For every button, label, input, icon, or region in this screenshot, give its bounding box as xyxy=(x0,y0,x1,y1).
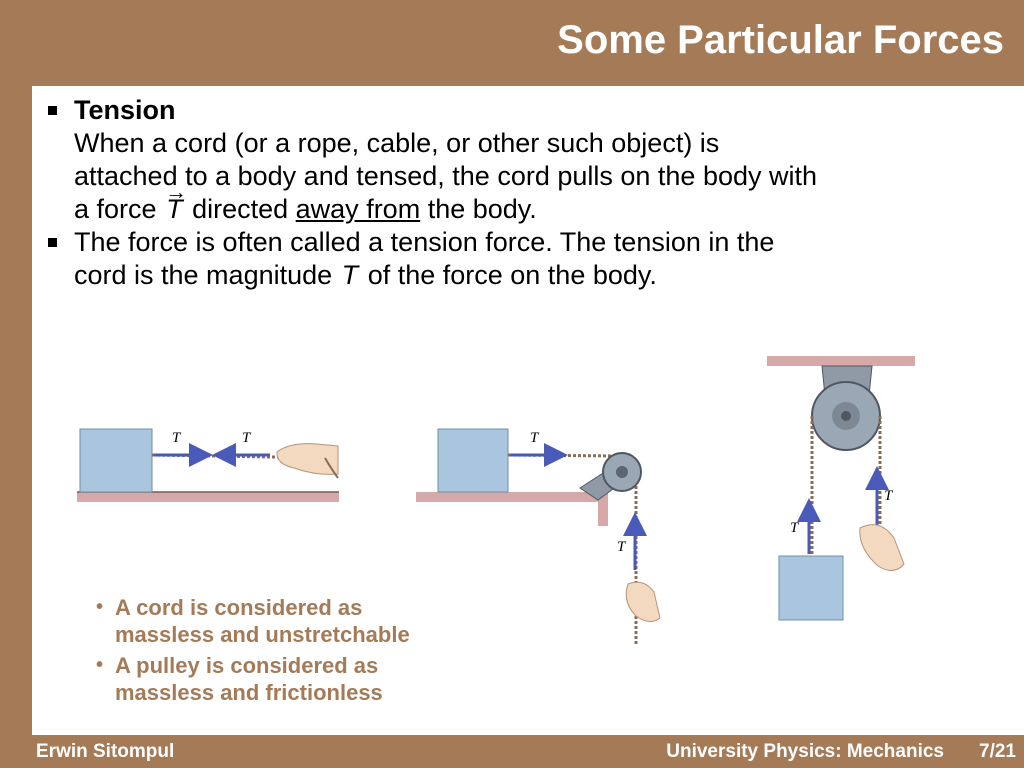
bullet-list: Tension When a cord (or a rope, cable, o… xyxy=(44,94,1019,292)
figure-hanging-pulley: T T xyxy=(767,356,915,621)
label-t-2a: T xyxy=(530,430,540,446)
notes-list: • A cord is considered as massless and u… xyxy=(94,594,554,710)
hand-1 xyxy=(276,443,339,475)
text-of-force: of the force on the body. xyxy=(367,260,657,290)
slide-title: Some Particular Forces xyxy=(557,18,1004,62)
square-bullet-icon xyxy=(48,238,57,247)
hand-3 xyxy=(859,524,905,571)
tension-magnitude-symbol: T xyxy=(341,260,359,290)
floor-1 xyxy=(77,492,339,502)
content-panel: Tension When a cord (or a rope, cable, o… xyxy=(32,86,1024,735)
bullet-tension-force: The force is often called a tension forc… xyxy=(44,226,1019,292)
square-bullet-icon xyxy=(48,106,57,115)
figure-horizontal-pull: T T xyxy=(77,428,339,502)
note-pulley-line2: massless and frictionless xyxy=(115,680,383,705)
footer-course: University Physics: Mechanics xyxy=(666,741,944,762)
text-magnitude: cord is the magnitude xyxy=(74,260,333,290)
tension-force-line2: cord is the magnitude T of the force on … xyxy=(74,259,1019,292)
text-away-from: away from xyxy=(295,194,421,224)
footer-author: Erwin Sitompul xyxy=(36,741,175,762)
tension-vector-symbol: →T xyxy=(165,179,188,225)
bullet-tension: Tension When a cord (or a rope, cable, o… xyxy=(44,94,1019,226)
tension-text-line1: When a cord (or a rope, cable, or other … xyxy=(74,128,720,158)
bullet-dot-icon: • xyxy=(96,654,104,676)
table-edge xyxy=(598,492,608,526)
footer-page-number: 7/21 xyxy=(979,741,1016,762)
label-t-2b: T xyxy=(617,539,627,555)
bullet-dot-icon: • xyxy=(96,596,104,618)
tension-text-line3: a force →T directed away from the body. xyxy=(74,179,1019,226)
tension-text-line2: attached to a body and tensed, the cord … xyxy=(74,161,818,191)
label-t-1b: T xyxy=(242,430,252,446)
note-cord-line1: A cord is considered as xyxy=(115,595,363,620)
table-top xyxy=(416,492,608,502)
bullet-heading: Tension xyxy=(74,95,176,125)
text-the-body: the body. xyxy=(427,194,537,224)
label-t-1a: T xyxy=(172,430,182,446)
label-t-3b: T xyxy=(884,488,894,504)
block-1 xyxy=(79,428,153,493)
block-2 xyxy=(437,428,509,493)
tension-figures: T T T T xyxy=(77,356,915,646)
block-3 xyxy=(778,555,844,621)
ceiling xyxy=(767,356,915,366)
text-directed: directed xyxy=(192,194,289,224)
label-t-3a: T xyxy=(790,520,800,536)
figure-pulley-table: T T xyxy=(416,428,661,646)
hand-2 xyxy=(625,581,661,622)
vector-arrow-icon: → xyxy=(165,179,188,204)
note-pulley-line1: A pulley is considered as xyxy=(115,653,379,678)
note-pulley: • A pulley is considered as massless and… xyxy=(94,652,554,706)
tension-force-line1: The force is often called a tension forc… xyxy=(74,227,775,257)
text-a-force: a force xyxy=(74,194,157,224)
note-cord: • A cord is considered as massless and u… xyxy=(94,594,554,648)
note-cord-line2: massless and unstretchable xyxy=(115,622,410,647)
